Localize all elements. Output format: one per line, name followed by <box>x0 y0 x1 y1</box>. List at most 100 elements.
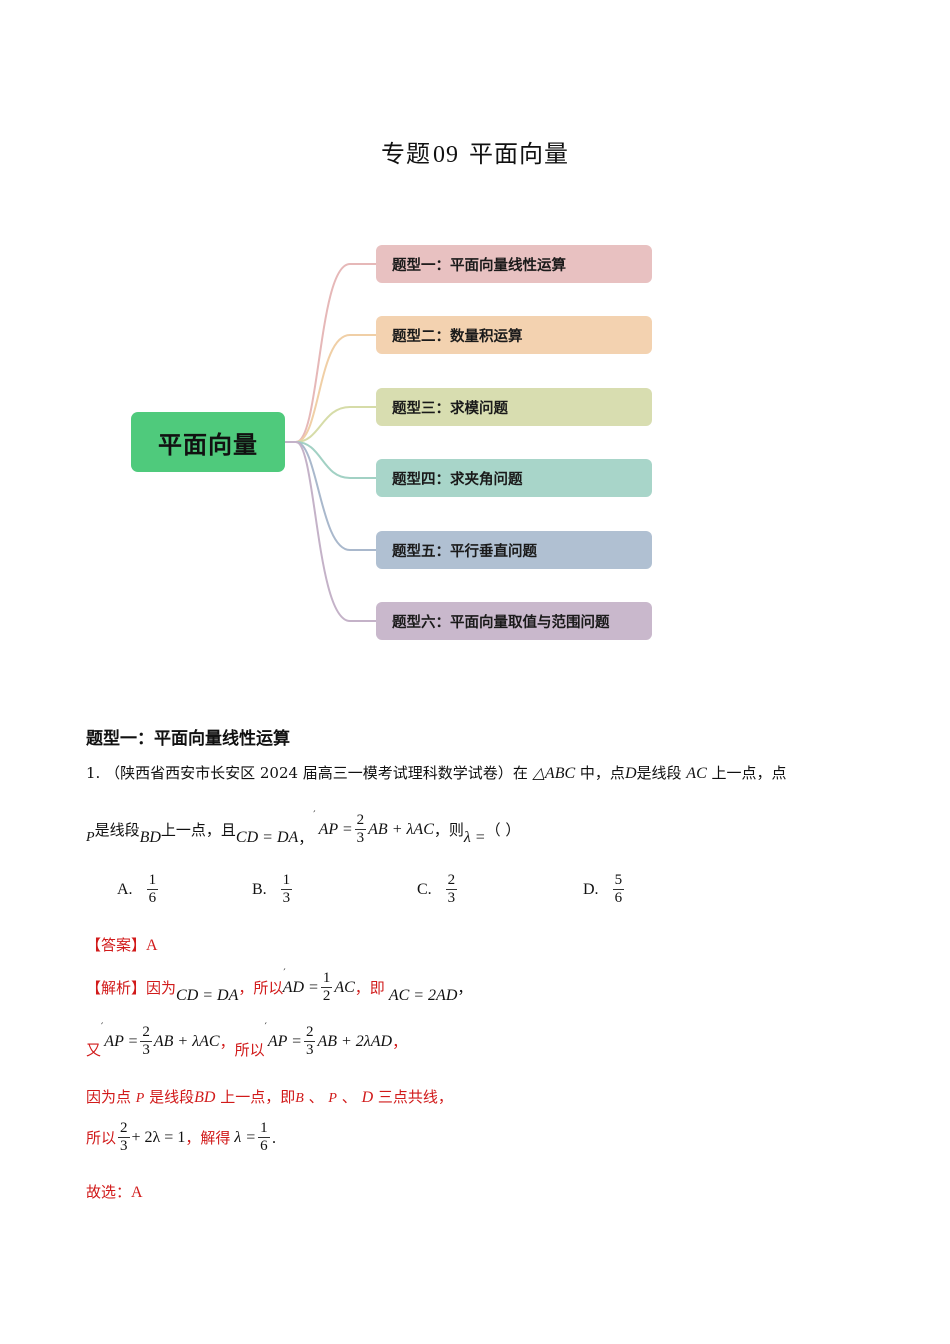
mindmap-branch-2: 题型二：数量积运算 <box>376 316 652 354</box>
punct: ， <box>392 1033 408 1051</box>
answer-tag: 【答案】 <box>86 936 147 954</box>
math-rhs: AC <box>334 978 355 996</box>
title-topic: 平面向量 <box>469 140 569 168</box>
vector-mark: ′ <box>283 968 286 979</box>
denominator: 3 <box>305 1042 314 1058</box>
analysis-text: 故选： <box>86 1183 132 1201</box>
analysis-text: 解得 <box>200 1129 231 1147</box>
title-number: 09 <box>433 142 459 168</box>
math-var: BD <box>194 1089 216 1106</box>
math-var: D <box>624 765 637 782</box>
analysis-text: 上一点，即 <box>220 1088 296 1106</box>
analysis-text: 即 <box>369 979 385 997</box>
final-choice: A <box>131 1184 143 1201</box>
punct: ， <box>457 979 473 997</box>
mindmap-branch-1: 题型一：平面向量线性运算 <box>376 245 652 283</box>
mindmap-branch-4: 题型四：求夹角问题 <box>376 459 652 497</box>
math-var: B <box>295 1091 304 1106</box>
question-source: （陕西省西安市长安区 2024 届高三一模考试理科数学试卷） <box>105 764 513 782</box>
math-var: P <box>328 1091 337 1106</box>
math-rhs: AB + λAC <box>153 1032 220 1050</box>
numerator: 5 <box>612 872 625 890</box>
numerator: 2 <box>303 1024 316 1042</box>
option-label: A. <box>117 880 133 898</box>
stem-text: 上一点，点 <box>711 764 787 782</box>
denominator: 3 <box>120 1138 128 1154</box>
numerator: 1 <box>258 1120 270 1138</box>
denominator: 3 <box>356 830 365 846</box>
math-rhs: AB + λAC <box>368 820 434 838</box>
numerator: 1 <box>146 872 159 890</box>
analysis-text: 是线段 <box>149 1088 195 1106</box>
math-rhs: + 2λ = 1 <box>131 1128 186 1146</box>
option-label: D. <box>583 880 599 898</box>
denominator: 3 <box>282 890 291 906</box>
stem-text: 在 <box>512 764 528 782</box>
section-heading: 题型一：平面向量线性运算 <box>86 729 290 749</box>
analysis-line-5: 故选：A <box>86 1181 143 1202</box>
punct: ， <box>298 829 314 847</box>
stem-text: ，则 <box>433 821 464 839</box>
analysis-text: 因为 <box>146 979 177 997</box>
math-var: P <box>86 829 95 845</box>
answer-line: 【答案】A <box>86 934 158 955</box>
numerator: 2 <box>445 872 458 890</box>
question-stem-line-1: 1. （陕西省西安市长安区 2024 届高三一模考试理科数学试卷）在 △ABC … <box>86 762 787 783</box>
punct: . <box>271 1128 277 1147</box>
stem-text: 上一点，且 <box>160 821 236 839</box>
answer-blank: （ ） <box>485 821 521 839</box>
math-var: λ = <box>463 828 486 846</box>
vector-mark: ′ <box>264 1022 267 1033</box>
stem-text: 中，点 <box>579 764 625 782</box>
math-lhs: AP = <box>104 1032 139 1050</box>
analysis-tag: 【解析】 <box>86 979 147 997</box>
punct: ， <box>185 1129 201 1147</box>
mindmap-branch-5: 题型五：平行垂直问题 <box>376 531 652 569</box>
mindmap-root: 平面向量 <box>131 412 285 472</box>
numerator: 2 <box>354 812 367 830</box>
page-title: 专题09 平面向量 <box>0 134 950 169</box>
punct: 、 <box>341 1088 357 1106</box>
vector-mark: ′ <box>101 1022 104 1033</box>
math-var: AC <box>686 765 707 782</box>
mindmap-branch-6: 题型六：平面向量取值与范围问题 <box>376 602 652 640</box>
title-prefix: 专题 <box>381 140 431 168</box>
denominator: 6 <box>260 1138 268 1154</box>
math-lhs: AP = <box>318 820 353 838</box>
analysis-text: 所以 <box>86 1129 117 1147</box>
numerator: 2 <box>140 1024 152 1042</box>
numerator: 1 <box>280 872 293 890</box>
math-triangle: △ABC <box>532 765 576 782</box>
analysis-text: 因为点 <box>86 1088 132 1106</box>
math-equation: AC = 2AD <box>388 986 458 1004</box>
math-lhs: AP = <box>267 1032 302 1050</box>
option-label: B. <box>252 880 267 898</box>
math-rhs: AB + 2λAD <box>317 1032 393 1050</box>
math-var: D <box>361 1089 374 1106</box>
punct: ， <box>238 979 254 997</box>
denominator: 2 <box>322 988 331 1004</box>
punct: ， <box>354 979 370 997</box>
math-var: BD <box>139 828 161 846</box>
mindmap-branch-3: 题型三：求模问题 <box>376 388 652 426</box>
denominator: 6 <box>614 890 623 906</box>
stem-text: 是线段 <box>636 764 682 782</box>
math-var: P <box>135 1091 145 1106</box>
option-label: C. <box>417 880 432 898</box>
analysis-text: 三点共线， <box>377 1088 453 1106</box>
